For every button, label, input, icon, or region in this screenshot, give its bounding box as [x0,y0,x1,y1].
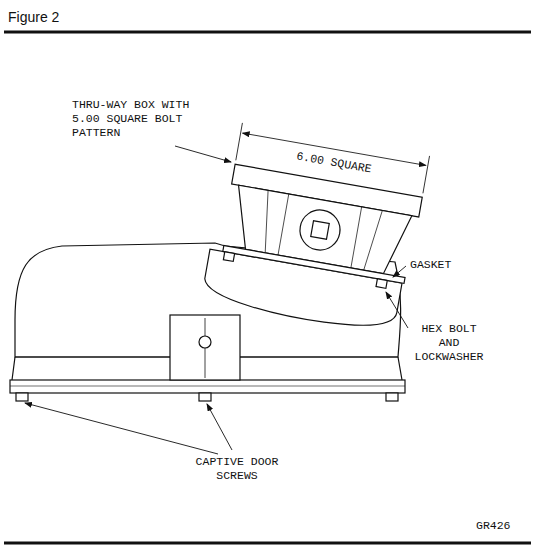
part-label: THRU-WAY BOX WITH 5.00 SQUARE BOLT PATTE… [72,98,204,140]
part-label: GASKET [410,258,451,272]
part-label: CAPTIVE DOOR SCREWS [190,455,284,483]
part-label: HEX BOLT AND LOCKWASHER [410,322,488,364]
figure-title: Figure 2 [8,9,59,25]
drawing-number: GR426 [476,519,511,533]
dimension-label: 6.00 SQUARE [293,149,374,177]
